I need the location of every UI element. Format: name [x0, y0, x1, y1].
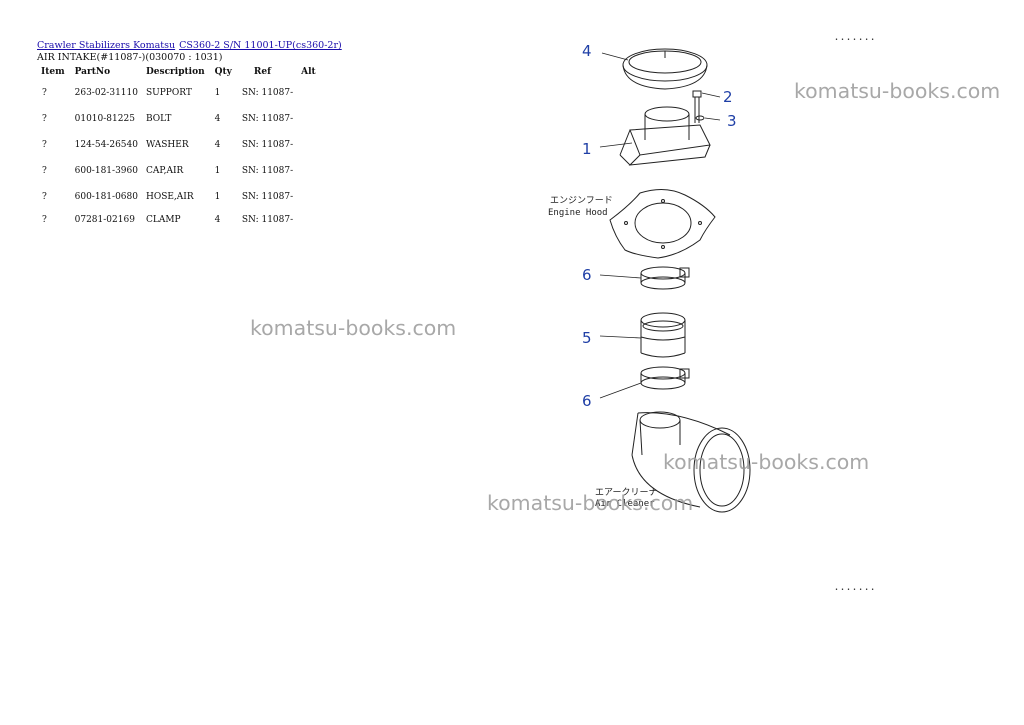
watermark: komatsu-books.com [250, 316, 457, 340]
hose-illustration [640, 312, 686, 358]
cell-alt [297, 80, 322, 106]
air-cleaner-label-en: Air Cleaner [595, 499, 655, 509]
cell-ref: SN: 11087- [241, 192, 294, 202]
corner-code-bottom: • • • • • • • [835, 587, 874, 593]
cell-partno: 01010-81225 [74, 114, 135, 124]
cell-alt [297, 158, 322, 184]
engine-hood-label-en: Engine Hood [548, 208, 608, 218]
air-cleaner-illustration [631, 411, 751, 513]
col-header-item: Item [41, 67, 65, 77]
breadcrumb-link-catalog[interactable]: Crawler Stabilizers Komatsu [37, 40, 176, 51]
cell-ref: SN: 11087- [241, 114, 294, 124]
cell-alt [297, 210, 322, 229]
cell-qty: 1 [214, 192, 221, 202]
cell-item: ? [42, 88, 47, 98]
callout-6-upper: 6 [582, 266, 592, 284]
table-row: ? 263-02-31110 SUPPORT 1 SN: 11087- [37, 80, 322, 106]
cell-partno: 600-181-3960 [74, 166, 138, 176]
cell-item: ? [42, 140, 47, 150]
cell-alt [297, 106, 322, 132]
cell-partno: 07281-02169 [74, 214, 135, 225]
air-cleaner-label-jp: エアークリーナ [595, 487, 657, 498]
col-header-description: Description [145, 67, 205, 77]
cell-ref: SN: 11087- [241, 214, 294, 225]
corner-code-top: • • • • • • • [835, 37, 874, 43]
engine-hood-label-jp: エンジンフード [550, 196, 613, 206]
cell-description: BOLT [145, 114, 172, 124]
cell-ref: SN: 11087- [241, 140, 294, 150]
cell-item: ? [42, 192, 47, 202]
cell-ref: SN: 11087- [241, 88, 294, 98]
cell-alt [297, 184, 322, 210]
cell-qty: 1 [214, 88, 221, 98]
callout-3: 3 [727, 112, 737, 130]
col-header-partno: PartNo [74, 67, 111, 77]
bolt-illustration [692, 90, 702, 123]
cell-partno: 263-02-31110 [74, 88, 138, 98]
table-row: ? 600-181-0680 HOSE,AIR 1 SN: 11087- [37, 184, 322, 210]
callout-1: 1 [582, 140, 592, 158]
parts-diagram: 4 2 3 1 6 5 6 エンジンフード Engine Hood エアークリー… [548, 37, 874, 593]
cell-description: HOSE,AIR [145, 192, 194, 202]
cell-alt [297, 132, 322, 158]
watermark: komatsu-books.com [487, 491, 694, 515]
parts-table: Item PartNo Description Qty Ref Alt ? 26… [37, 64, 322, 229]
cell-qty: 4 [214, 214, 221, 225]
air-cap-illustration [622, 48, 708, 90]
watermark: komatsu-books.com [794, 79, 1001, 103]
table-row: ? 600-181-3960 CAP,AIR 1 SN: 11087- [37, 158, 322, 184]
callout-6-lower: 6 [582, 392, 592, 410]
page-title: AIR INTAKE(#11087-)(030070 : 1031) [37, 52, 223, 63]
cell-qty: 4 [214, 114, 221, 124]
callout-4: 4 [582, 42, 592, 60]
cell-qty: 4 [214, 140, 221, 150]
callout-2: 2 [723, 88, 733, 106]
engine-hood-illustration [609, 189, 716, 259]
cell-description: WASHER [145, 140, 189, 150]
cell-item: ? [42, 166, 47, 176]
table-row: ? 01010-81225 BOLT 4 SN: 11087- [37, 106, 322, 132]
washer-illustration [695, 115, 705, 121]
watermark: komatsu-books.com [663, 450, 870, 474]
breadcrumb-link-model[interactable]: CS360-2 S/N 11001-UP(cs360-2r) [179, 40, 342, 51]
clamp-lower-illustration [640, 366, 690, 390]
cell-partno: 124-54-26540 [74, 140, 138, 150]
leader-lines [599, 52, 721, 399]
clamp-upper-illustration [640, 266, 690, 290]
cell-partno: 600-181-0680 [74, 192, 138, 202]
col-header-qty: Qty [214, 67, 232, 77]
cell-item: ? [42, 214, 47, 225]
support-illustration [619, 106, 711, 166]
table-row: ? 124-54-26540 WASHER 4 SN: 11087- [37, 132, 322, 158]
cell-qty: 1 [214, 166, 221, 176]
cell-description: SUPPORT [145, 88, 192, 98]
table-header-row: Item PartNo Description Qty Ref Alt [37, 64, 322, 80]
cell-ref: SN: 11087- [241, 166, 294, 176]
callout-5: 5 [582, 329, 592, 347]
cell-description: CLAMP [145, 214, 181, 225]
cell-description: CAP,AIR [145, 166, 184, 176]
col-header-alt: Alt [301, 67, 316, 77]
col-header-ref: Ref [253, 67, 271, 77]
table-row: ? 07281-02169 CLAMP 4 SN: 11087- [37, 210, 322, 229]
cell-item: ? [42, 114, 47, 124]
